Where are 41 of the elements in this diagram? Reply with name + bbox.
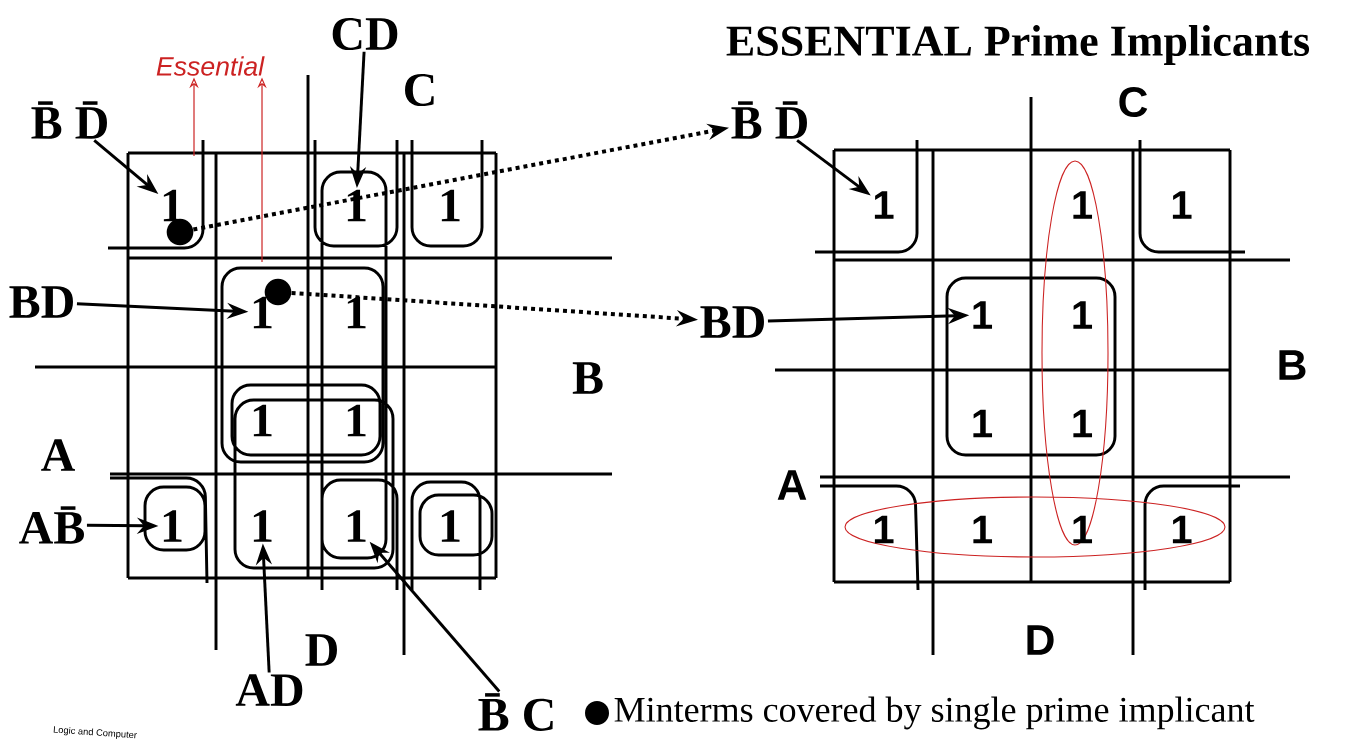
cell-value: 1 xyxy=(973,409,993,438)
term-label: BD xyxy=(700,306,764,338)
cell-value: 1 xyxy=(253,404,272,437)
variable-label: B xyxy=(572,362,603,394)
cell-value: 1 xyxy=(163,510,182,542)
cell-value: 1 xyxy=(1073,301,1093,329)
cell-value: 1 xyxy=(1073,191,1093,219)
variable-label: A xyxy=(41,439,75,471)
cell-value: 1 xyxy=(347,510,366,542)
cell-value: 1 xyxy=(973,301,993,329)
cell-value: 1 xyxy=(163,189,182,222)
variable-label: B xyxy=(1279,350,1306,380)
term-label: BD xyxy=(9,286,73,318)
handwritten-note: Essential xyxy=(156,56,265,76)
variable-label: D xyxy=(305,634,337,666)
cell-value: 1 xyxy=(253,296,272,329)
cell-value: 1 xyxy=(347,404,366,437)
cell-value: 1 xyxy=(874,191,894,219)
cell-value: 1 xyxy=(441,510,460,542)
cell-value: 1 xyxy=(347,189,366,222)
variable-label: D xyxy=(1027,625,1054,655)
cell-value: 1 xyxy=(1172,191,1192,219)
term-label: CD xyxy=(332,17,398,51)
title: ESSENTIAL Prime Implicants xyxy=(726,25,1310,65)
cell-value: 1 xyxy=(973,515,993,544)
term-label: B̄ C xyxy=(478,693,553,731)
cell-value: 1 xyxy=(874,515,894,544)
footer-text: Logic and Computer xyxy=(53,726,137,739)
cell-value: 1 xyxy=(347,296,366,329)
cell-value: 1 xyxy=(1073,409,1093,438)
term-label: B̄ D̄ xyxy=(31,101,107,139)
cell-value: 1 xyxy=(441,189,460,222)
variable-label: A xyxy=(777,470,807,500)
cell-value: 1 xyxy=(253,510,272,542)
term-label: AB̄ xyxy=(19,506,84,544)
legend-text: Minterms covered by single prime implicant xyxy=(614,696,1255,730)
term-label: B̄ D̄ xyxy=(731,101,807,139)
variable-label: C xyxy=(405,73,434,107)
cell-value: 1 xyxy=(1172,515,1192,544)
variable-label: C xyxy=(1119,86,1148,118)
term-label: AD xyxy=(235,674,303,706)
